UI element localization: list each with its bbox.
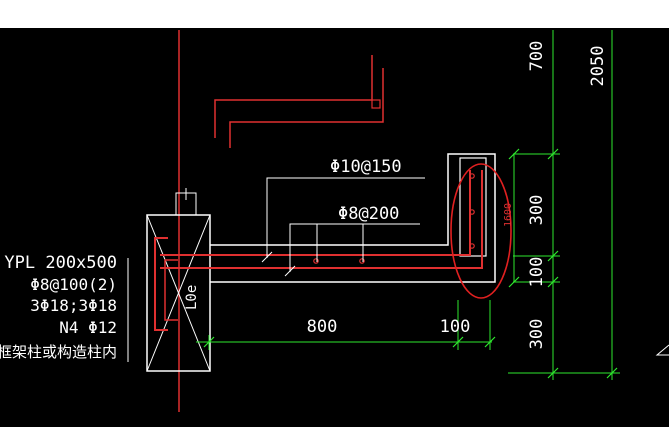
dim-v-tick-4 <box>547 367 559 379</box>
dim-v-tick-2 <box>547 250 559 262</box>
leader-slash-a <box>261 251 273 263</box>
rebar-mid-label: Φ8@200 <box>338 204 399 224</box>
dim-v-2050: 2050 <box>588 46 608 87</box>
beam-note-line1: YPL 200x500 <box>4 253 117 273</box>
beam-note-line5: 植入框架柱或构造柱内 <box>0 343 117 361</box>
upper-step-end-mark <box>371 99 381 109</box>
beam-note-line2: Φ8@100(2) <box>30 275 117 294</box>
rebar-dot-1 <box>313 258 319 264</box>
beam-outline-top <box>210 153 496 283</box>
edge-triangle-mark <box>655 344 669 356</box>
leader-rebar-mid <box>289 223 420 272</box>
anchor-label: L0e <box>184 285 200 310</box>
anchor-bar-red-outer <box>154 237 168 331</box>
dim-h-tick-left <box>203 336 215 348</box>
upper-step-outline-outer <box>214 55 373 138</box>
beam-note-line3: 3Φ18;3Φ18 <box>30 296 117 315</box>
beam-top-bar-red <box>160 170 471 256</box>
highlight-ellipse <box>450 163 512 299</box>
dim-v-300-top: 300 <box>527 195 547 226</box>
beam-bottom-bar-red <box>160 170 483 269</box>
rebar-top-label: Φ10@150 <box>330 157 402 177</box>
rebar-dot-3 <box>469 173 475 179</box>
dim-v-tick-1 <box>547 148 559 160</box>
dim-v-1600: 1600 <box>503 203 514 227</box>
leader-slash-b <box>284 265 296 277</box>
top-window-band <box>0 0 669 28</box>
dim-v-700: 700 <box>527 41 547 72</box>
dim-h-100: 100 <box>440 317 471 337</box>
beam-note-line4: N4 Φ12 <box>59 318 117 337</box>
dim-v-inner-tick-top <box>508 148 520 160</box>
dim-v-inner-tick-bot <box>508 276 520 288</box>
dim-h-tick-right <box>484 336 496 348</box>
beam-end-inner-box <box>459 157 487 257</box>
dim-v-300-bottom: 300 <box>527 319 547 350</box>
dim-v-tick-5 <box>606 367 618 379</box>
dim-h-tick-mid <box>452 336 464 348</box>
dim-h-800: 800 <box>307 317 338 337</box>
anchor-bar-red-inner <box>164 259 178 321</box>
rebar-dot-2 <box>359 258 365 264</box>
column-cross-line-b <box>146 214 211 372</box>
rebar-dot-4 <box>469 209 475 215</box>
upper-step-outline-inner <box>229 68 384 148</box>
rebar-dot-5 <box>469 243 475 249</box>
leader-rebar-top <box>266 177 425 258</box>
dim-v-tick-3 <box>547 276 559 288</box>
dim-v-100: 100 <box>527 257 547 288</box>
